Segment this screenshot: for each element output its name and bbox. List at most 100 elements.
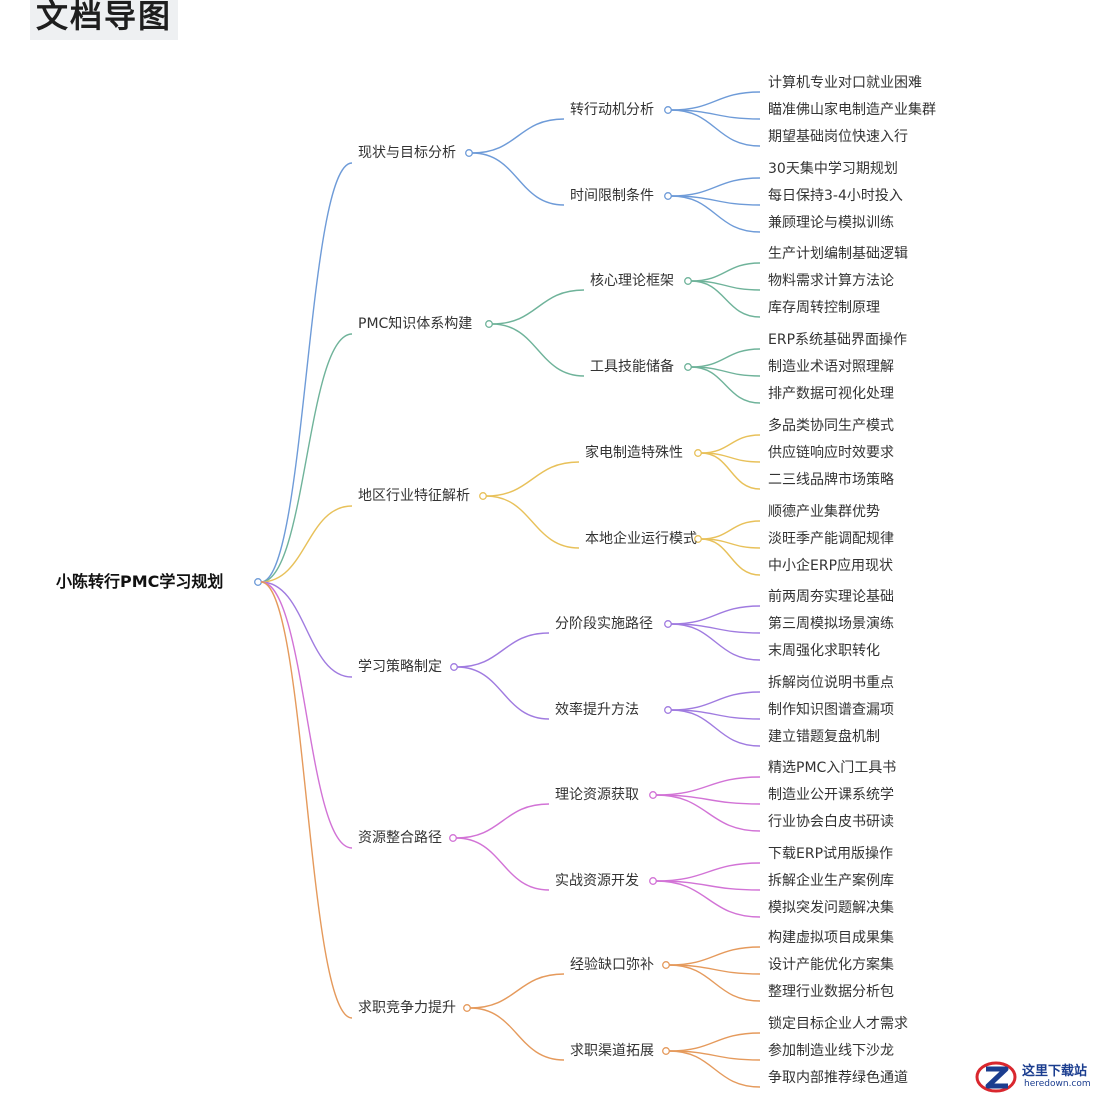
branch-node[interactable]: PMC知识体系构建 — [358, 316, 473, 332]
subbranch-connector — [471, 118, 565, 154]
leaf-node[interactable]: 排产数据可视化处理 — [768, 386, 894, 402]
subbranch-node-dot[interactable] — [664, 106, 672, 114]
leaf-node[interactable]: 争取内部推荐绿色通道 — [768, 1070, 908, 1086]
watermark-url: heredown.com — [1024, 1079, 1091, 1089]
subbranch-connector — [469, 973, 565, 1009]
leaf-connector — [670, 623, 761, 634]
leaf-connector — [668, 946, 761, 966]
leaf-node[interactable]: 生产计划编制基础逻辑 — [768, 246, 908, 262]
branch-node[interactable]: 求职竞争力提升 — [358, 1000, 456, 1016]
subbranch-connector — [456, 666, 550, 720]
leaf-node[interactable]: 前两周夯实理论基础 — [768, 589, 894, 605]
leaf-node[interactable]: 库存周转控制原理 — [768, 300, 880, 316]
subbranch-node-dot[interactable] — [684, 363, 692, 371]
leaf-connector — [655, 794, 761, 832]
subbranch-node[interactable]: 家电制造特殊性 — [585, 445, 683, 461]
leaf-node[interactable]: 锁定目标企业人才需求 — [768, 1016, 908, 1032]
leaf-connector — [668, 1032, 761, 1052]
branch-node-dot[interactable] — [465, 149, 473, 157]
subbranch-node[interactable]: 实战资源开发 — [555, 873, 639, 889]
watermark: 这里下载站 heredown.com — [974, 1058, 1104, 1096]
subbranch-node-dot[interactable] — [664, 620, 672, 628]
branch-node-dot[interactable] — [449, 834, 457, 842]
leaf-node[interactable]: 供应链响应时效要求 — [768, 445, 894, 461]
subbranch-node[interactable]: 分阶段实施路径 — [555, 616, 653, 632]
leaf-node[interactable]: 顺德产业集群优势 — [768, 504, 880, 520]
leaf-node[interactable]: 二三线品牌市场策略 — [768, 472, 894, 488]
subbranch-connector — [455, 837, 550, 891]
leaf-node[interactable]: 淡旺季产能调配规律 — [768, 531, 894, 547]
subbranch-connector — [485, 495, 580, 549]
subbranch-node[interactable]: 工具技能储备 — [590, 359, 674, 375]
subbranch-node-dot[interactable] — [662, 1047, 670, 1055]
subbranch-node[interactable]: 经验缺口弥补 — [570, 957, 654, 973]
subbranch-node[interactable]: 转行动机分析 — [570, 102, 654, 118]
leaf-node[interactable]: 每日保持3-4小时投入 — [768, 188, 903, 204]
leaf-connector — [700, 520, 761, 540]
branch-node[interactable]: 资源整合路径 — [358, 830, 442, 846]
leaf-connector — [670, 709, 761, 747]
leaf-connector — [668, 1050, 761, 1088]
branch-node[interactable]: 地区行业特征解析 — [358, 488, 470, 504]
leaf-node[interactable]: 兼顾理论与模拟训练 — [768, 215, 894, 231]
leaf-node[interactable]: ERP系统基础界面操作 — [768, 332, 908, 348]
subbranch-node-dot[interactable] — [664, 192, 672, 200]
leaf-node[interactable]: 建立错题复盘机制 — [768, 729, 880, 745]
leaf-connector — [670, 195, 761, 206]
leaf-node[interactable]: 行业协会白皮书研读 — [768, 814, 894, 830]
subbranch-node[interactable]: 时间限制条件 — [570, 188, 654, 204]
branch-node[interactable]: 现状与目标分析 — [358, 145, 456, 161]
leaf-node[interactable]: 多品类协同生产模式 — [768, 418, 894, 434]
subbranch-connector — [469, 1007, 565, 1061]
leaf-node[interactable]: 构建虚拟项目成果集 — [768, 930, 894, 946]
leaf-node[interactable]: 物料需求计算方法论 — [768, 273, 894, 289]
branch-node[interactable]: 学习策略制定 — [358, 659, 442, 675]
leaf-node[interactable]: 计算机专业对口就业困难 — [768, 75, 922, 91]
subbranch-node[interactable]: 理论资源获取 — [555, 787, 639, 803]
leaf-connector — [655, 776, 761, 796]
leaf-node[interactable]: 瞄准佛山家电制造产业集群 — [768, 102, 936, 118]
leaf-connector — [670, 691, 761, 711]
leaf-node[interactable]: 模拟突发问题解决集 — [768, 900, 894, 916]
leaf-node[interactable]: 精选PMC入门工具书 — [768, 760, 897, 776]
branch-connector — [260, 581, 353, 678]
leaf-connector — [690, 366, 761, 404]
leaf-node[interactable]: 制造业公开课系统学 — [768, 787, 894, 803]
leaf-node[interactable]: 期望基础岗位快速入行 — [768, 129, 908, 145]
subbranch-connector — [456, 632, 550, 668]
subbranch-node[interactable]: 效率提升方法 — [555, 702, 639, 718]
branch-node-dot[interactable] — [485, 320, 493, 328]
branch-node-dot[interactable] — [463, 1004, 471, 1012]
leaf-node[interactable]: 30天集中学习期规划 — [768, 161, 898, 177]
branch-connector — [260, 581, 353, 849]
leaf-node[interactable]: 制作知识图谱查漏项 — [768, 702, 894, 718]
leaf-node[interactable]: 拆解企业生产案例库 — [768, 873, 894, 889]
subbranch-node-dot[interactable] — [662, 961, 670, 969]
subbranch-node[interactable]: 核心理论框架 — [590, 273, 674, 289]
leaf-node[interactable]: 末周强化求职转化 — [768, 643, 880, 659]
subbranch-node-dot[interactable] — [664, 706, 672, 714]
subbranch-node[interactable]: 求职渠道拓展 — [570, 1043, 654, 1059]
leaf-node[interactable]: 第三周模拟场景演练 — [768, 616, 894, 632]
leaf-node[interactable]: 制造业术语对照理解 — [768, 359, 894, 375]
leaf-connector — [668, 1050, 761, 1061]
leaf-node[interactable]: 中小企ERP应用现状 — [768, 558, 894, 574]
leaf-node[interactable]: 拆解岗位说明书重点 — [768, 675, 894, 691]
leaf-node[interactable]: 参加制造业线下沙龙 — [768, 1043, 894, 1059]
leaf-connector — [670, 605, 761, 625]
root-node-dot[interactable] — [254, 578, 262, 586]
branch-connector — [260, 505, 353, 583]
subbranch-node-dot[interactable] — [684, 277, 692, 285]
leaf-node[interactable]: 下载ERP试用版操作 — [768, 846, 894, 862]
branch-node-dot[interactable] — [479, 492, 487, 500]
branch-node-dot[interactable] — [450, 663, 458, 671]
root-node[interactable]: 小陈转行PMC学习规划 — [56, 572, 224, 591]
subbranch-node-dot[interactable] — [694, 449, 702, 457]
subbranch-node-dot[interactable] — [649, 877, 657, 885]
subbranch-node-dot[interactable] — [649, 791, 657, 799]
subbranch-connector — [491, 289, 585, 325]
leaf-node[interactable]: 整理行业数据分析包 — [768, 984, 894, 1000]
leaf-node[interactable]: 设计产能优化方案集 — [768, 957, 894, 973]
subbranch-node[interactable]: 本地企业运行模式 — [585, 531, 697, 547]
